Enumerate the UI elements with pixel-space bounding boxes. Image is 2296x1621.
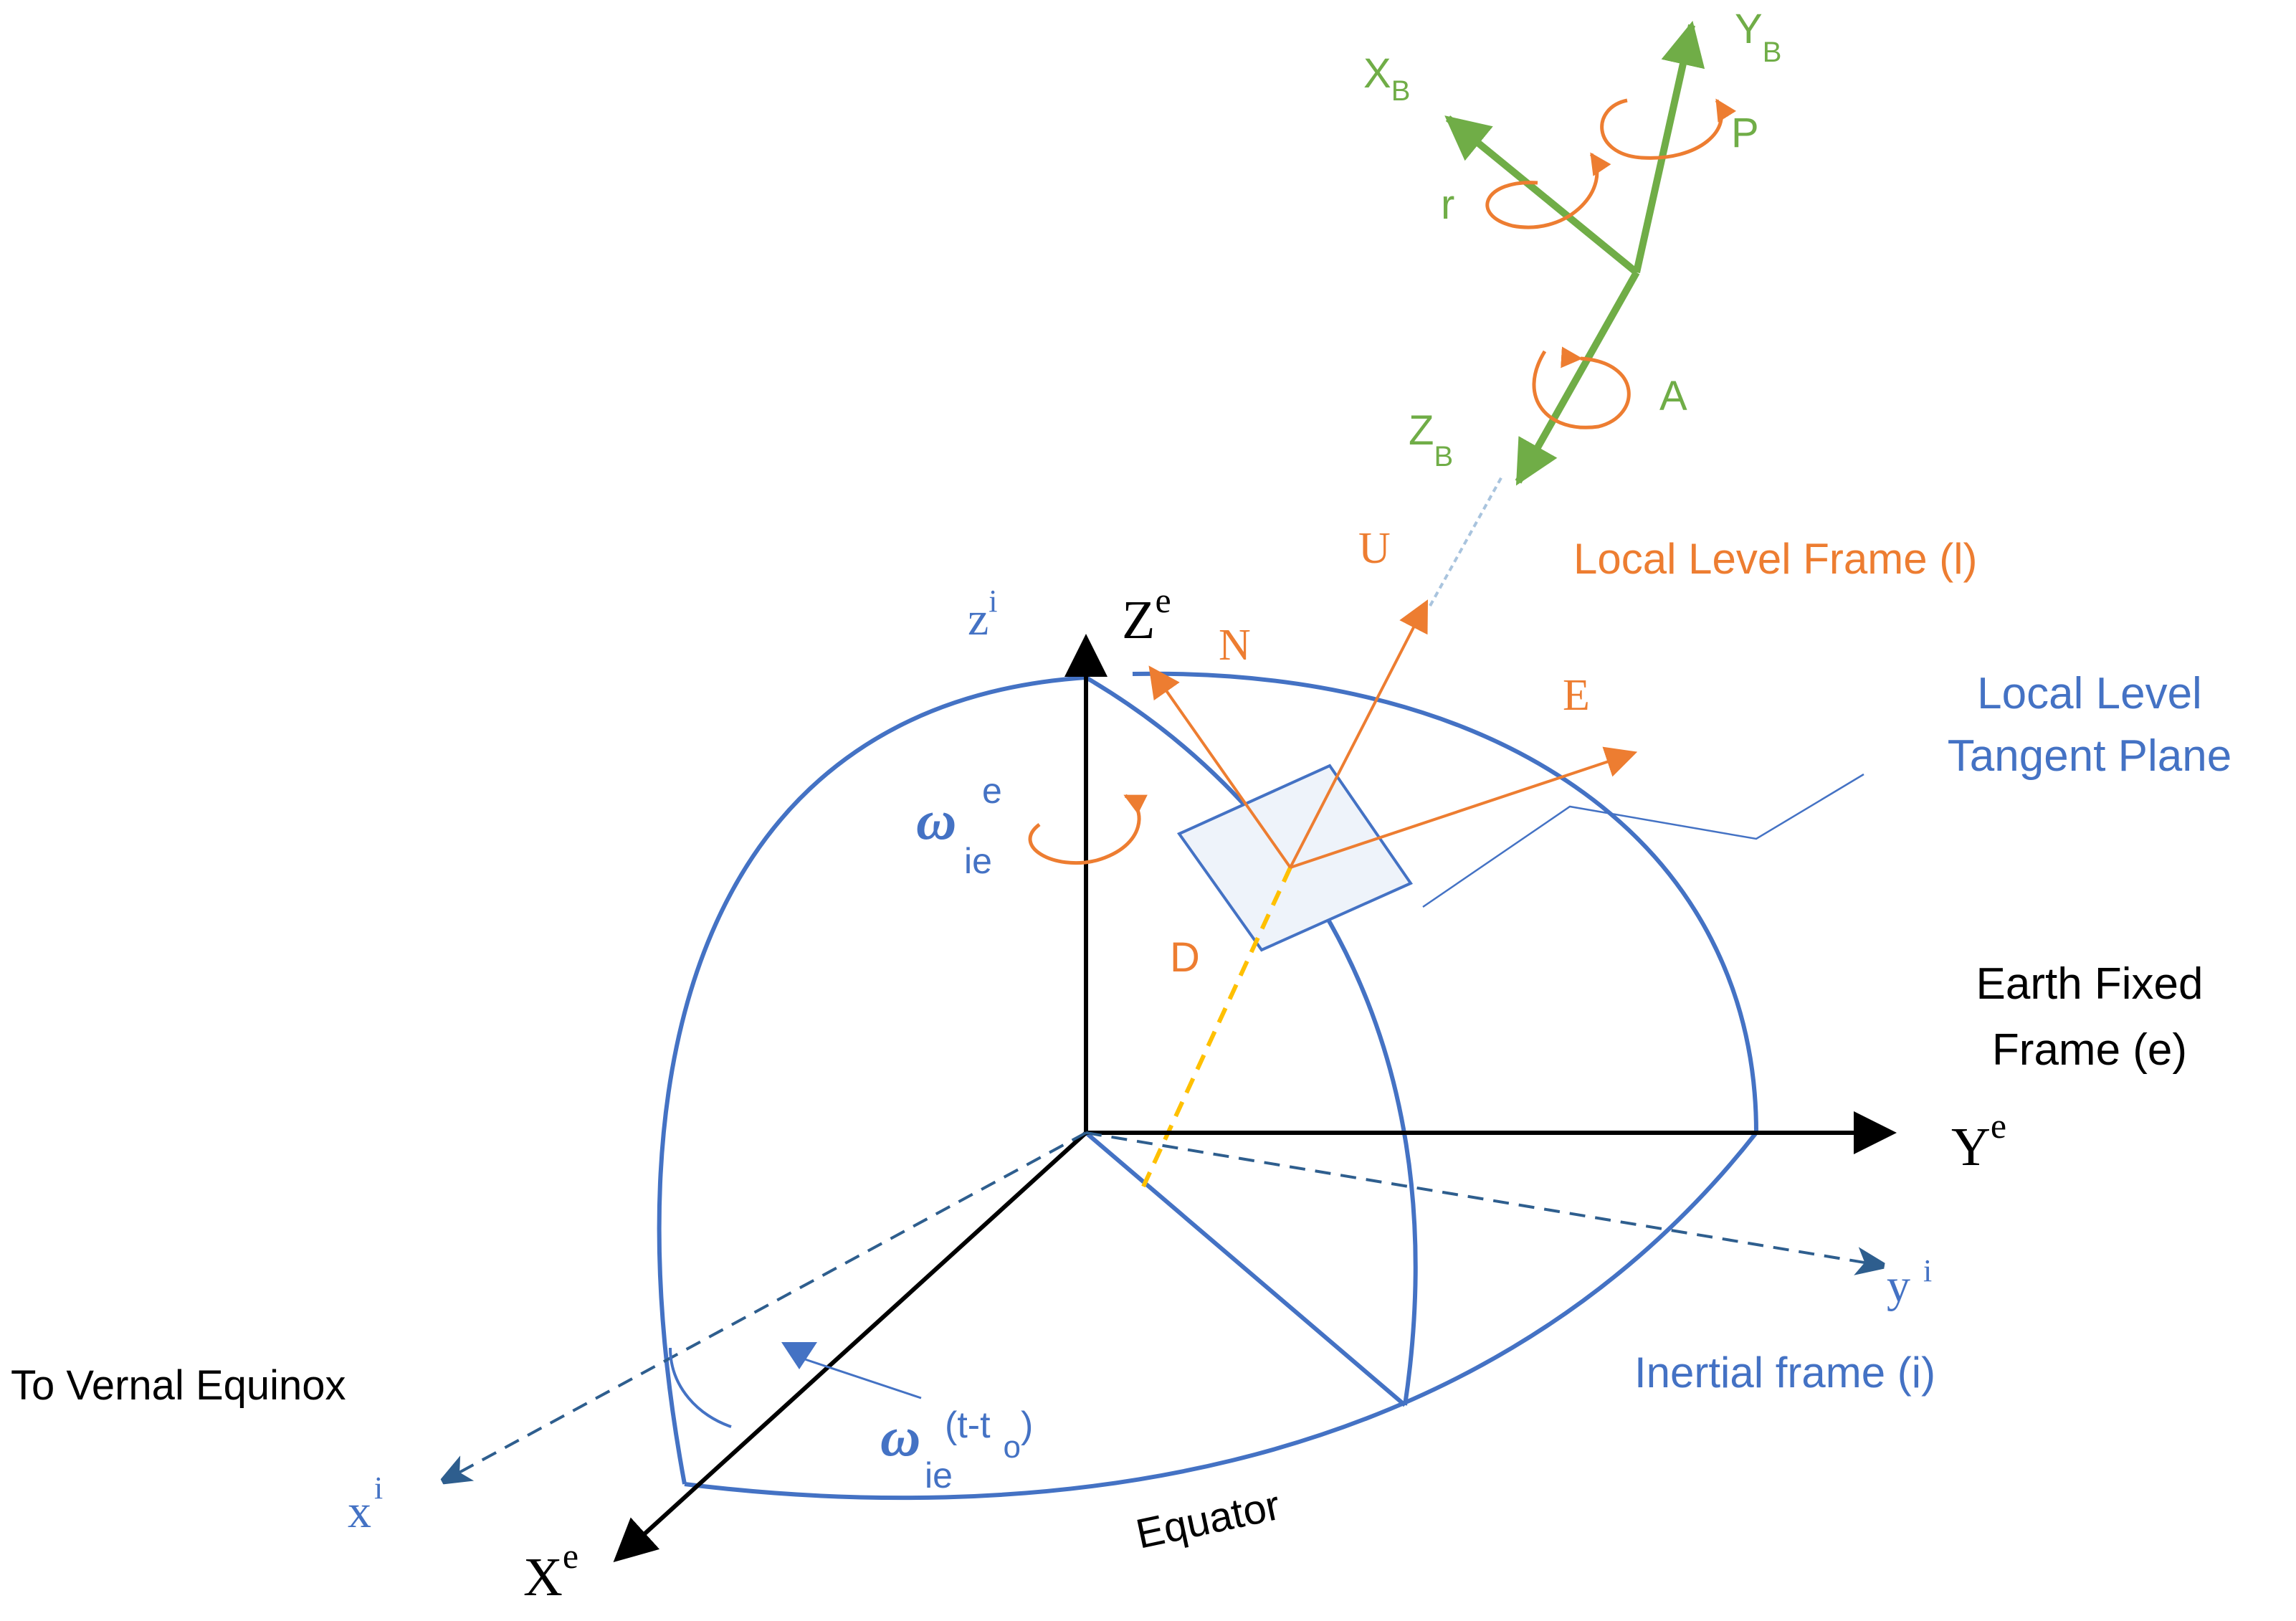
omega-t-leader (802, 1357, 922, 1399)
roll-rotation-arrow (1485, 152, 1611, 229)
outer-meridian-arc (657, 675, 1087, 1485)
local-level-frame-axes (1148, 599, 1638, 869)
u-to-zb-dotted (1429, 476, 1503, 607)
e-label: E (1563, 671, 1590, 720)
equator-plane-line (1085, 1131, 1406, 1407)
azimuth-rotation-arrow (1532, 346, 1631, 429)
n-axis (1148, 665, 1292, 869)
body-frame-axes (1444, 20, 1705, 486)
yb-axis (1633, 20, 1705, 274)
ye-label: Ye (1951, 1106, 2006, 1177)
d-axis-dashed (1141, 866, 1292, 1188)
zi-label: zi (968, 584, 998, 645)
earth-segment (657, 671, 1758, 1501)
local-level-frame-label: Local Level Frame (l) (1573, 535, 1978, 583)
earth-rotation-arrow (1028, 794, 1148, 865)
pitch-rotation-arrow (1600, 98, 1737, 160)
omega-t-symbol: ω (880, 1405, 920, 1468)
tangent-plane-label-line2: Tangent Plane (1948, 731, 2231, 781)
inertial-axes (440, 1131, 1885, 1485)
earth-fixed-frame-label-line1: Earth Fixed (1976, 959, 2203, 1009)
vernal-equinox-label: To Vernal Equinox (11, 1362, 346, 1409)
omega-ie-subscript: ie (964, 841, 992, 881)
zb-label: ZB (1409, 407, 1453, 472)
omega-t-subscript: ie (925, 1455, 953, 1496)
e-axis (1290, 746, 1638, 869)
xi-axis (440, 1131, 1087, 1485)
u-label: U (1358, 524, 1391, 573)
omega-t-argument: (t-to) (945, 1404, 1033, 1465)
tangent-plane-label-line1: Local Level (1977, 669, 2202, 718)
roll-label: r (1441, 181, 1454, 228)
omega-ie-symbol: ω (916, 789, 956, 851)
n-label: N (1219, 621, 1251, 670)
d-label: D (1170, 934, 1200, 981)
xe-label: Xe (523, 1536, 578, 1607)
tangent-plane-leader (1422, 773, 1864, 908)
equator-arc (684, 1131, 1758, 1501)
rotation-angle-arc (669, 1347, 732, 1428)
azimuth-label: A (1659, 373, 1687, 419)
pitch-label: P (1731, 110, 1759, 156)
inner-meridian-arc (1085, 675, 1418, 1406)
yi-axis (1085, 1131, 1885, 1275)
rotation-direction-triangle (781, 1342, 817, 1369)
earth-fixed-axes (613, 634, 1897, 1563)
body-rotation-arrows (1485, 98, 1737, 429)
inertial-frame-label: Inertial frame (i) (1634, 1349, 1935, 1397)
yb-label: YB (1735, 6, 1781, 68)
omega-ie-superscript: e (982, 771, 1002, 811)
xb-label: XB (1363, 50, 1410, 107)
ze-label: Ze (1122, 580, 1171, 650)
top-outer-arc (1132, 671, 1758, 1133)
xb-axis (1444, 115, 1639, 275)
u-axis (1289, 599, 1429, 868)
xi-label: xi (348, 1470, 383, 1538)
xe-axis (613, 1131, 1088, 1563)
zb-axis (1515, 270, 1640, 486)
equator-label: Equator (1132, 1482, 1284, 1558)
earth-fixed-frame-label-line2: Frame (e) (1992, 1025, 2187, 1075)
